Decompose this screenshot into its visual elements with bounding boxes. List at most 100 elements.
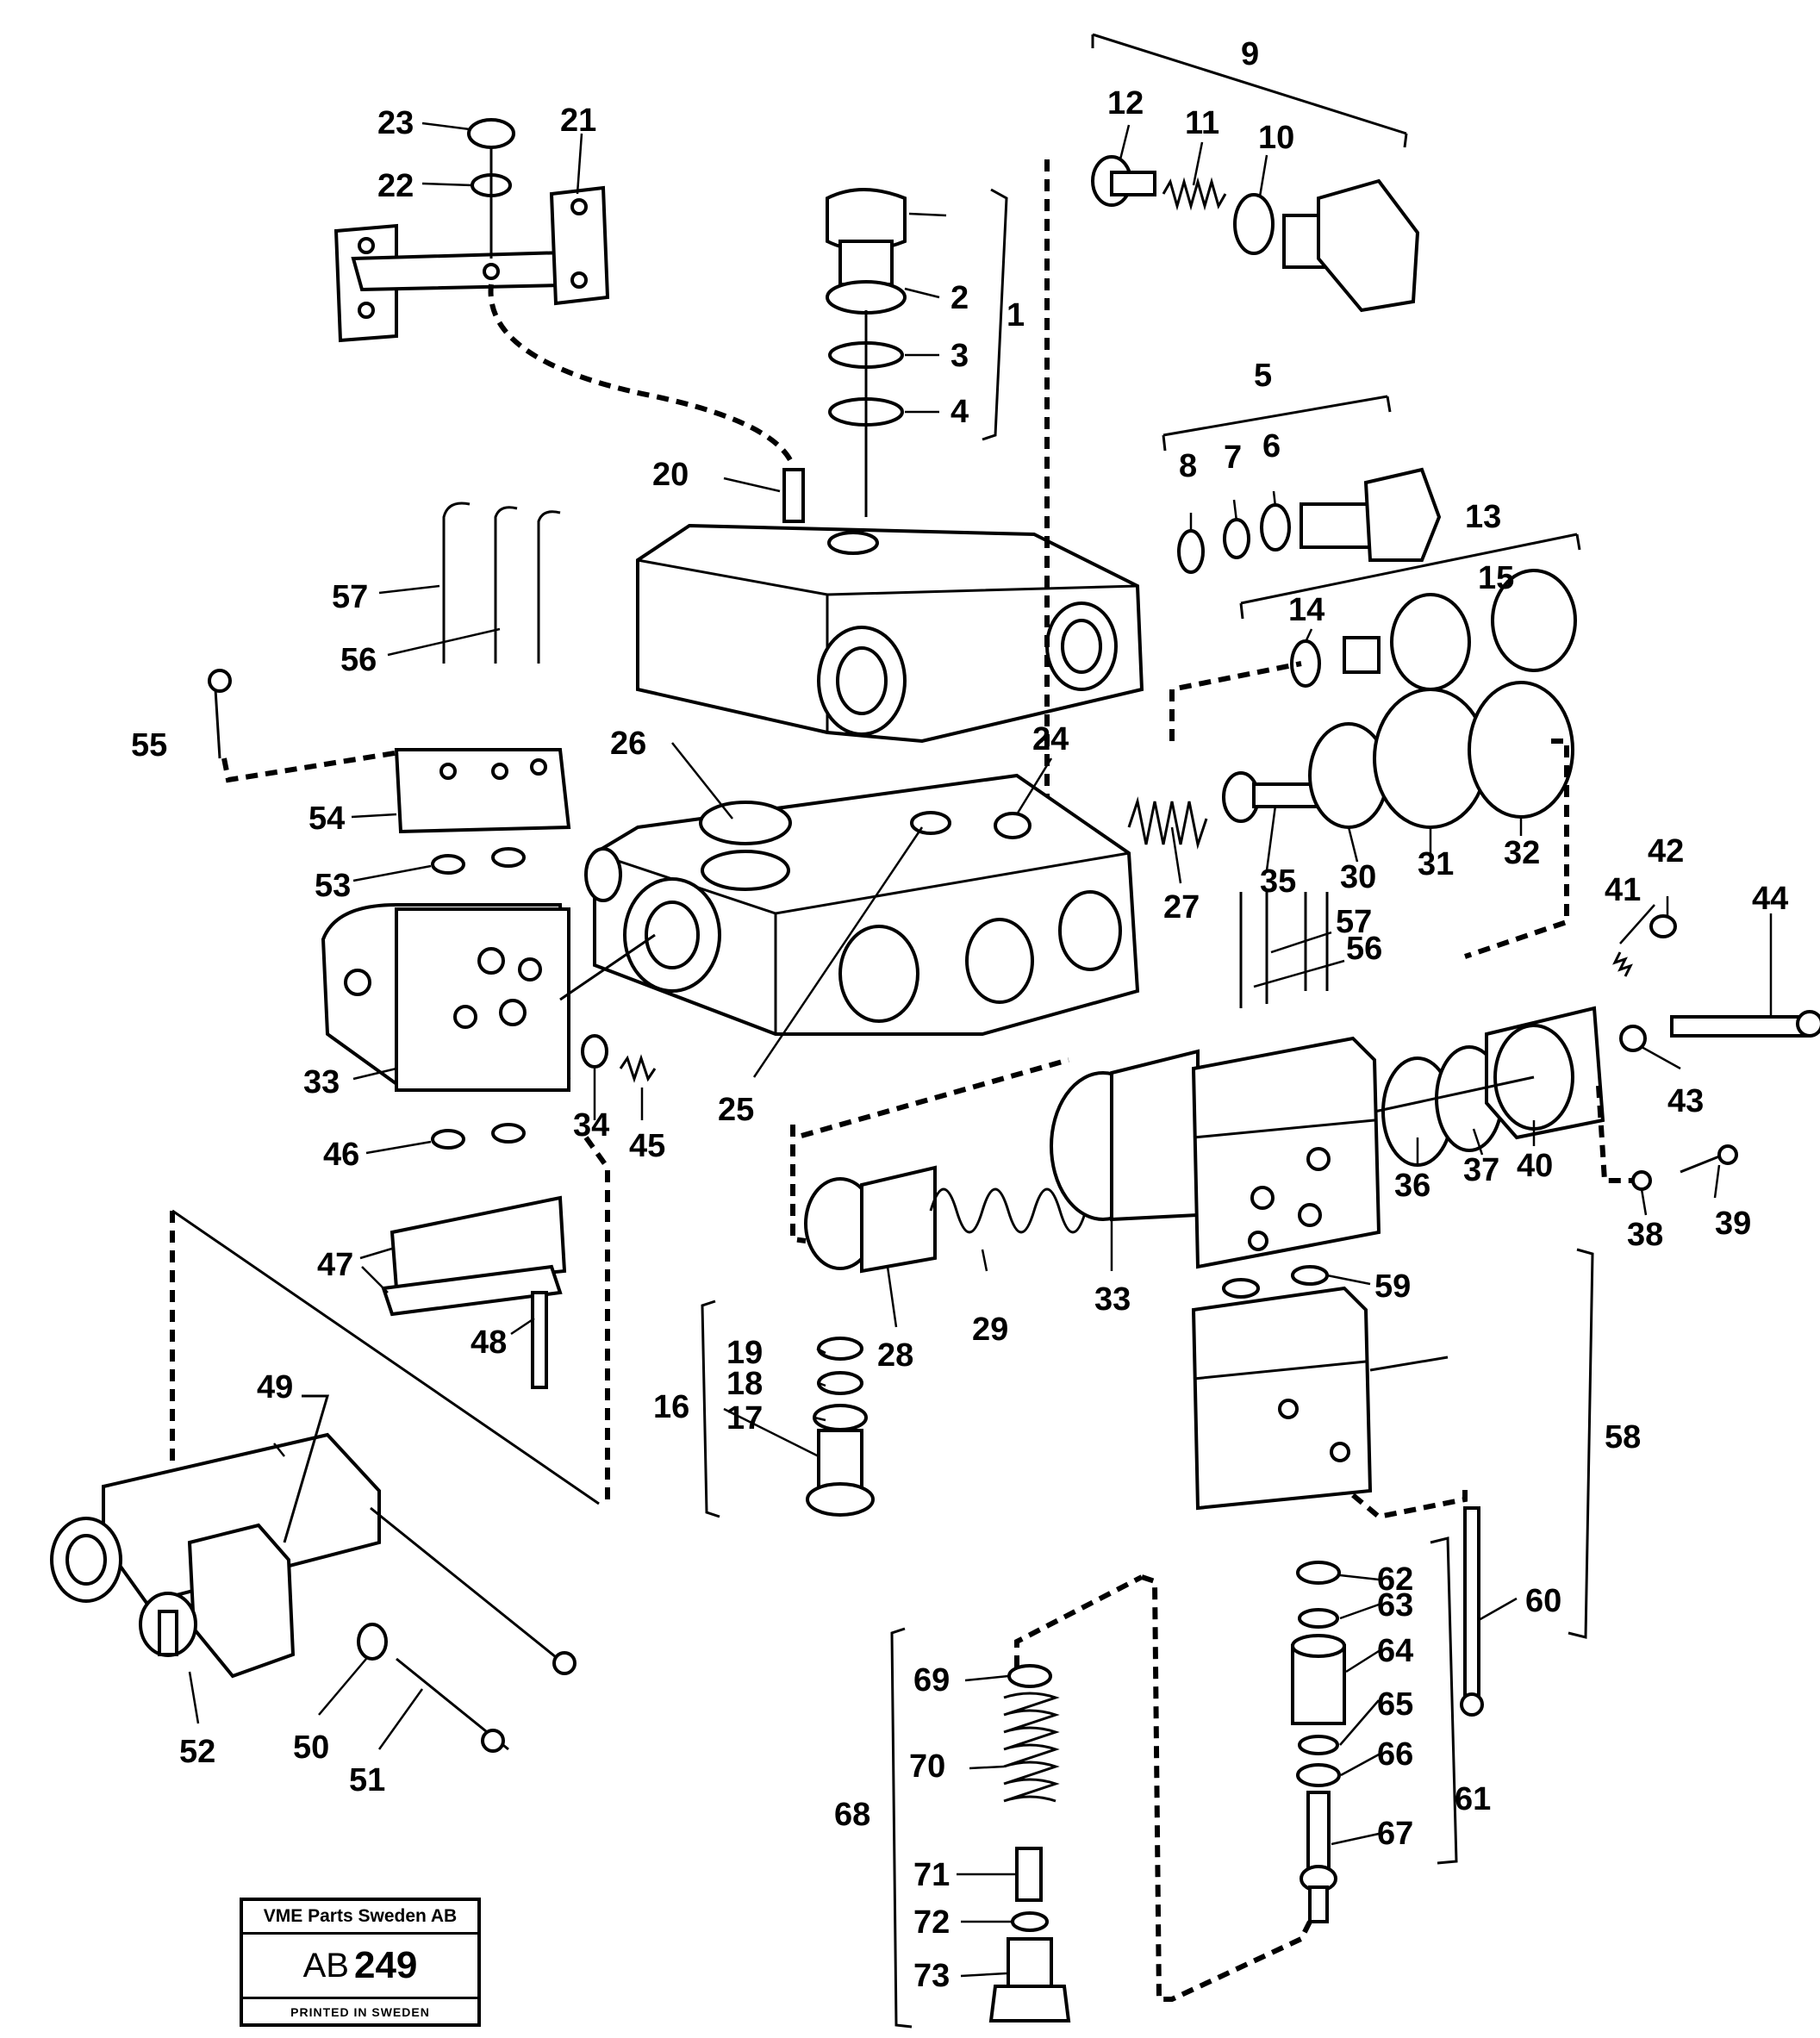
callout-42: 42 [1648, 833, 1684, 869]
bracket-68 [890, 1627, 913, 2029]
callout-30: 30 [1340, 859, 1376, 895]
callout-17: 17 [726, 1400, 763, 1437]
bracket-13 [1239, 533, 1581, 620]
part-46-o-ring [431, 1129, 465, 1150]
pipes-56-57 [442, 502, 561, 664]
part-63-ring [1298, 1608, 1339, 1629]
part-29-spring [929, 1187, 1088, 1234]
part-12-valve-poppet [1091, 155, 1156, 207]
callout-64: 64 [1377, 1633, 1413, 1669]
part-59-o-ring-2 [1291, 1265, 1329, 1286]
part-14-ring [1290, 639, 1321, 688]
part-33-pilot-block [321, 903, 571, 1093]
callout-48: 48 [471, 1324, 507, 1361]
callout-45: 45 [629, 1128, 665, 1164]
stamp-printed: PRINTED IN SWEDEN [243, 1997, 477, 2025]
part-34-washer [581, 1034, 608, 1069]
part-26-o-ring [699, 801, 792, 845]
callout-31: 31 [1418, 846, 1454, 882]
stamp-company: VME Parts Sweden AB [243, 1901, 477, 1935]
part-72-ring [1011, 1911, 1049, 1932]
part-52-connector [158, 1610, 178, 1656]
callout-40: 40 [1517, 1148, 1553, 1184]
part-33-sleeve [1050, 1049, 1200, 1222]
part-25-seal [910, 811, 951, 835]
callout-15: 15 [1478, 560, 1514, 596]
callout-33-center: 33 [1094, 1281, 1131, 1318]
part-59-o-ring [1222, 1278, 1260, 1299]
part-54-block [394, 748, 571, 834]
callout-18: 18 [726, 1366, 763, 1402]
part-21-mounting-bracket [333, 185, 610, 343]
callout-53: 53 [315, 868, 351, 904]
part-45-screw [619, 1054, 657, 1083]
part-64-plunger [1291, 1634, 1346, 1725]
part-41-screw [1612, 951, 1633, 977]
part-49-solenoid [50, 1432, 381, 1679]
part-55-screw [208, 669, 232, 759]
callout-51: 51 [349, 1762, 385, 1798]
callout-68: 68 [834, 1797, 870, 1833]
callout-labels: 1 2 3 4 5 6 7 8 9 10 11 12 13 14 15 16 1… [131, 36, 1788, 1994]
part-13-piston [1343, 593, 1471, 691]
callout-70: 70 [909, 1748, 945, 1785]
leader-lines [188, 122, 1773, 1978]
callout-58: 58 [1605, 1419, 1641, 1455]
part-32-o-ring [1468, 681, 1574, 819]
part-71-pin [1015, 1847, 1043, 1902]
bracket-1 [982, 188, 1008, 441]
callout-6: 6 [1262, 428, 1281, 464]
callout-71: 71 [913, 1857, 950, 1893]
bracket-58 [1568, 1248, 1594, 1639]
part-70-spring [1003, 1692, 1060, 1803]
part-58-block [1191, 1286, 1373, 1511]
callout-52: 52 [179, 1734, 215, 1770]
stamp-code: AB 249 [243, 1935, 477, 1997]
part-66-washer [1296, 1763, 1341, 1787]
callout-38: 38 [1627, 1217, 1663, 1253]
callout-5: 5 [1254, 358, 1272, 394]
part-26-o-ring-2 [701, 850, 790, 891]
callout-2: 2 [951, 280, 969, 316]
part-38-washer [1631, 1170, 1652, 1191]
part-67-stud [1300, 1791, 1337, 1923]
callout-43: 43 [1667, 1083, 1704, 1119]
part-2-seal [826, 280, 907, 315]
part-53-o-ring [431, 854, 465, 875]
part-11-spring [1162, 177, 1227, 211]
callout-54: 54 [309, 801, 345, 837]
callout-57-right: 57 [1336, 904, 1372, 940]
part-69-washer [1007, 1664, 1052, 1688]
callout-26: 26 [610, 726, 646, 762]
part-9-plug [1282, 178, 1420, 313]
bracket-61 [1430, 1536, 1458, 1865]
callout-66: 66 [1377, 1736, 1413, 1773]
part-5-valve-plug [1300, 467, 1442, 562]
part-19-o-ring [817, 1337, 863, 1361]
callout-34: 34 [573, 1107, 609, 1144]
part-17-ring [813, 1404, 868, 1431]
right-pilot-block [1191, 1036, 1381, 1269]
callout-1: 1 [1007, 297, 1025, 333]
part-28-sleeve [804, 1165, 937, 1274]
callout-44: 44 [1752, 881, 1788, 917]
callout-24: 24 [1032, 721, 1069, 757]
callout-63: 63 [1377, 1587, 1413, 1624]
part-42-nut [1649, 914, 1677, 938]
valve-body-upper [636, 523, 1144, 744]
bracket-16 [701, 1299, 720, 1518]
part-39-screw [1680, 1144, 1738, 1174]
callout-62: 62 [1377, 1561, 1413, 1598]
bracket-9 [1092, 33, 1407, 135]
part-16-plug [806, 1429, 875, 1517]
callout-37: 37 [1463, 1152, 1499, 1188]
callout-61: 61 [1455, 1781, 1491, 1817]
callout-65: 65 [1377, 1686, 1413, 1723]
callout-67: 67 [1377, 1816, 1413, 1852]
callout-46: 46 [323, 1137, 359, 1173]
callout-59: 59 [1374, 1268, 1411, 1305]
callout-32: 32 [1504, 835, 1540, 871]
callout-10: 10 [1258, 120, 1294, 156]
callout-41: 41 [1605, 872, 1641, 908]
